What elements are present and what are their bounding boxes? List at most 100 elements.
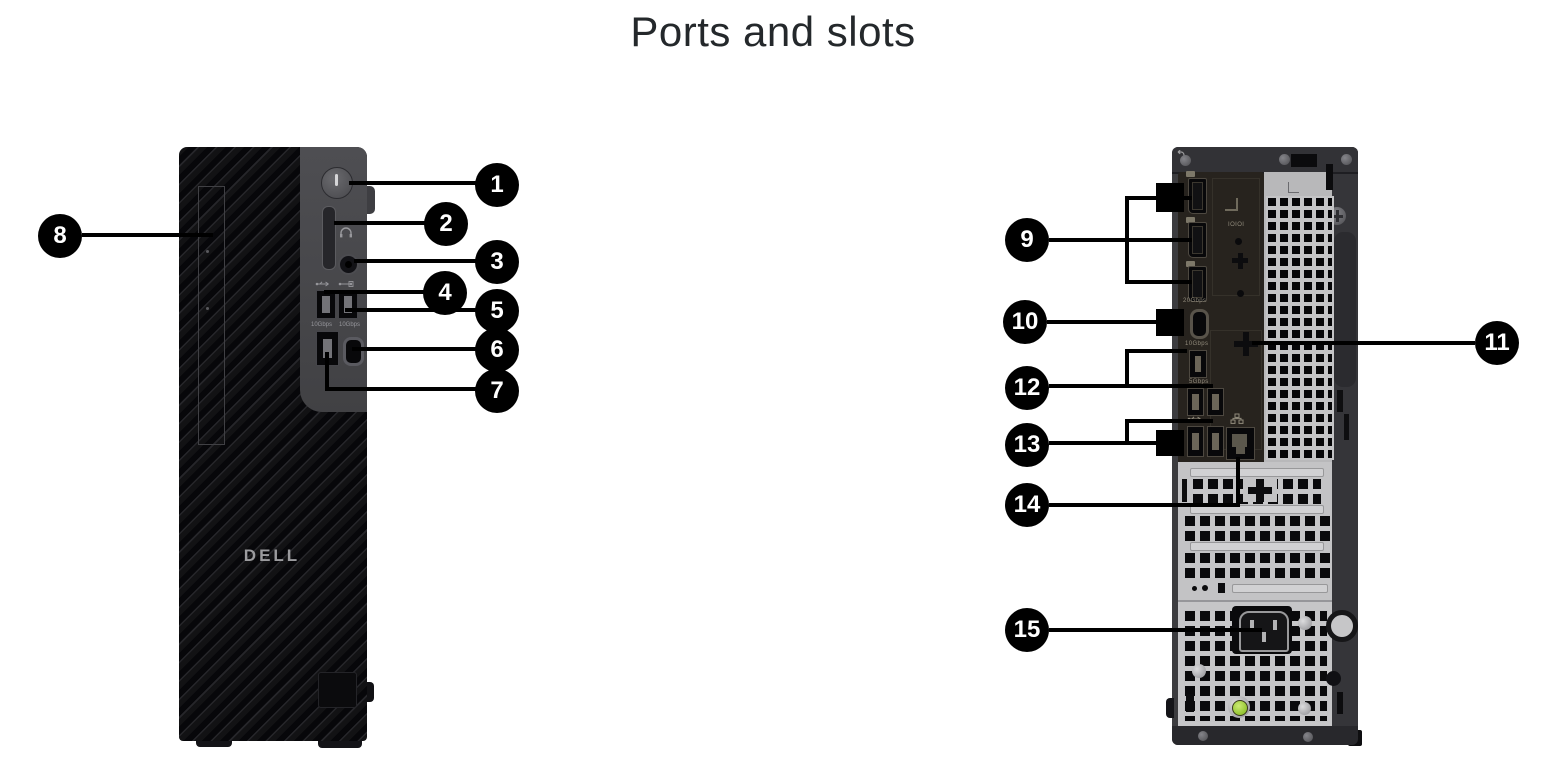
screw-top-left (1180, 155, 1191, 166)
top-knockout (1291, 154, 1317, 167)
slot-grille-3 (1184, 552, 1332, 579)
callout-line-12a (1125, 349, 1187, 353)
screw-bottom-right (1303, 732, 1313, 742)
ethernet-port (1226, 427, 1255, 460)
psu-screw-2 (1192, 664, 1206, 678)
serial-port-label: IOIOI (1228, 222, 1245, 228)
side-slot-1 (1337, 390, 1343, 412)
displayport-icon-1 (1186, 171, 1195, 177)
psu-screw-1 (1298, 616, 1312, 630)
page-title: Ports and slots (630, 8, 916, 55)
callout-line-7v (325, 352, 329, 390)
callout-line-7 (325, 387, 476, 391)
callout-line-9 (1049, 238, 1192, 242)
callout-3: 3 (475, 240, 519, 284)
drive-eject-hole (206, 307, 209, 310)
callout-13: 13 (1005, 423, 1049, 467)
slot-grille-2 (1184, 515, 1332, 542)
usb-5g-label: 5Gbps (1189, 379, 1209, 385)
io-knockout-outline-1 (1212, 178, 1260, 296)
security-cable-slot (1337, 692, 1343, 714)
slot-filler-1 (1190, 468, 1324, 477)
usb2-powershare-icon (338, 281, 354, 287)
usb-c-speed-label-rear: 20Gbps (1183, 298, 1207, 304)
chassis-dot-2 (1202, 585, 1208, 591)
security-screw (1326, 671, 1341, 686)
callout-line-6 (352, 347, 476, 351)
release-arrow-icon (1177, 150, 1185, 160)
usb2-port-1 (1187, 426, 1204, 457)
callout-6: 6 (475, 328, 519, 372)
callout-line-9c (1125, 280, 1192, 284)
callout-14: 14 (1005, 483, 1049, 527)
side-handle-recess (1334, 232, 1356, 387)
psu-screw-3 (1298, 702, 1311, 715)
usb-c-speed-label: 10Gbps (339, 322, 361, 328)
front-foot-right (318, 738, 362, 748)
screw-top-right (1341, 154, 1352, 165)
displayport-2 (1188, 222, 1207, 258)
padlock-ring (1326, 610, 1358, 642)
serial-knockout-dot-1 (1235, 238, 1242, 245)
usb2-icon (315, 281, 329, 287)
callout-line-9a (1125, 196, 1192, 200)
callout-5: 5 (475, 289, 519, 333)
usb-c-port-rear (1190, 309, 1209, 339)
vent-corner-mark (1288, 182, 1299, 193)
callout-4: 4 (423, 271, 467, 315)
usb-a-5g-port-2 (1207, 388, 1224, 416)
callout-15: 15 (1005, 608, 1049, 652)
callout-line-14 (1049, 503, 1240, 507)
dell-logo: DELL (243, 546, 301, 565)
callout-line-4 (324, 290, 424, 294)
callout-1: 1 (475, 163, 519, 207)
slot-filler-3 (1190, 542, 1324, 551)
usb-a-speed-label: 10Gbps (311, 322, 333, 328)
callout-7: 7 (475, 369, 519, 413)
usb-c-port-front (343, 337, 364, 366)
side-latch (367, 186, 375, 214)
callout-line-13-bracket (1125, 419, 1129, 445)
power-icon (335, 174, 338, 186)
callout-line-1 (349, 181, 477, 185)
usb-a-port-front-1 (316, 290, 336, 319)
callout-line-10 (1047, 320, 1159, 324)
highlight-tab-usbc (1156, 309, 1184, 336)
sd-card-slot (322, 206, 336, 270)
callout-line-11 (1252, 341, 1475, 345)
chassis-knockout (1218, 583, 1225, 593)
usb-a-port-front-2 (338, 290, 358, 319)
rear-vent-grille (1266, 196, 1334, 460)
front-badge (318, 672, 357, 708)
ethernet-icon (1230, 413, 1244, 424)
callout-11: 11 (1475, 321, 1519, 365)
callout-line-5 (345, 308, 476, 312)
callout-2: 2 (424, 202, 468, 246)
usb-a-10g-port (1189, 350, 1207, 378)
displayport-icon-3 (1186, 261, 1195, 267)
callout-8: 8 (38, 214, 82, 258)
displayport-icon-2 (1186, 217, 1195, 223)
front-foot-left (196, 738, 232, 747)
slot-filler-2 (1190, 505, 1324, 514)
rear-left-tab (1166, 698, 1174, 718)
usb-a-5g-port-1 (1187, 388, 1204, 416)
callout-10: 10 (1003, 300, 1047, 344)
serial-knockout-dot-2 (1237, 290, 1244, 297)
highlight-tab-usb2 (1156, 430, 1184, 456)
displayport-3 (1188, 266, 1207, 302)
callout-line-3 (354, 259, 476, 263)
callout-12: 12 (1005, 366, 1049, 410)
slim-drive-outline (198, 186, 225, 445)
slot-bar (1182, 479, 1187, 502)
front-side-tab (367, 682, 374, 702)
psu-diagnostic-led (1232, 700, 1248, 716)
callout-line-2 (334, 221, 426, 225)
side-slot-2 (1344, 414, 1349, 440)
power-button (321, 167, 353, 199)
psu-slot (1186, 694, 1194, 712)
screw-bottom-left (1198, 731, 1208, 741)
top-slot (1326, 164, 1333, 190)
callout-line-15 (1049, 628, 1262, 632)
